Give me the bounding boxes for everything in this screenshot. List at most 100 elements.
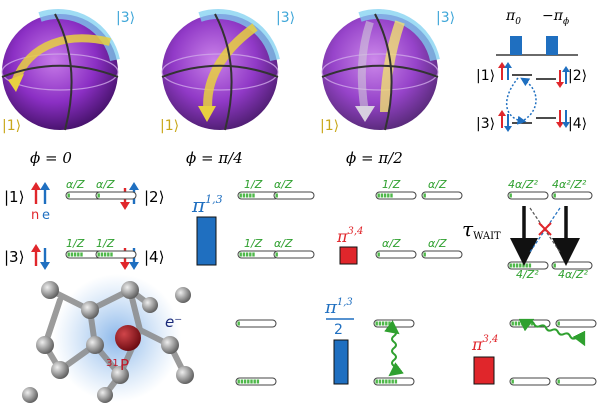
isotope-mass: 31	[106, 358, 119, 369]
pi34-pulse	[473, 356, 495, 385]
yellow-arrowhead	[8, 74, 24, 92]
population-fill-segment	[67, 193, 70, 198]
population-fill-segment	[391, 379, 394, 384]
population-fill-segment	[522, 263, 525, 268]
population-fill-segment	[237, 379, 240, 384]
sphere-phi-pi2	[321, 9, 440, 131]
si-atom	[86, 336, 104, 354]
population-fill-segment	[519, 263, 522, 268]
population-fill-segment	[423, 193, 426, 198]
population-fill-segment	[515, 263, 519, 268]
wait-bottom-right: 4α/Z²	[558, 268, 588, 281]
green-wavy-transition	[384, 320, 404, 377]
population-fill-segment	[385, 379, 388, 384]
pi34-label: π3,4	[336, 226, 363, 246]
population-fill-segment	[514, 321, 518, 326]
population-fill-segment	[275, 252, 278, 257]
population-fill-segment	[245, 193, 249, 198]
electron-label: e⁻	[165, 313, 182, 331]
population-fill-segment	[97, 252, 100, 257]
population-fill-segment	[77, 252, 80, 257]
population-fill-segment	[252, 252, 255, 257]
population-fill-segment	[557, 379, 560, 384]
population-fill-segment	[388, 379, 391, 384]
green-wavy-transition	[518, 318, 586, 347]
pulse-pi34-bottom: π3,4	[471, 334, 498, 385]
population-bar	[507, 191, 549, 200]
sphere-body	[2, 14, 118, 130]
population-fill-segment	[553, 193, 556, 198]
population-bar	[235, 319, 277, 328]
population-bar	[273, 191, 315, 200]
sequence-coef-labels: 1/Z α/Z 1/Z α/Z 1/Z α/Z α/Z α/Z	[244, 178, 447, 250]
pulse-pi34-top: π3,4	[336, 226, 363, 265]
si-atom	[142, 297, 158, 313]
coef-label: α/Z	[274, 178, 293, 191]
population-fill-segment	[394, 379, 398, 384]
phase-label-pi4: ϕ = π/4	[186, 149, 243, 167]
population-fill-segment	[242, 252, 246, 257]
pi34-label: π3,4	[471, 334, 498, 354]
population-fill-segment	[509, 263, 512, 268]
si-atom	[22, 387, 38, 403]
population-bar	[421, 191, 463, 200]
population-fill-segment	[524, 321, 527, 326]
population-bar	[555, 377, 597, 386]
population-fill-segment	[245, 252, 249, 257]
population-fill-segment	[243, 379, 247, 384]
population-fill-segment	[380, 193, 384, 198]
population-fill-segment	[377, 252, 380, 257]
population-fill-segment	[381, 379, 385, 384]
coef-label: 1/Z	[96, 237, 115, 250]
population-fill-segment	[521, 321, 524, 326]
si-atom	[176, 366, 194, 384]
ket1-label: |1⟩	[476, 68, 495, 84]
sphere2-ket1-label: |1⟩	[160, 118, 179, 134]
si-atom	[121, 281, 139, 299]
coef-label: α/Z	[96, 178, 115, 191]
si-atom	[111, 366, 129, 384]
population-fill-segment	[512, 263, 516, 268]
si-atom	[175, 287, 191, 303]
population-fill-segment	[249, 193, 252, 198]
population-bar	[273, 250, 315, 259]
si-atom	[41, 281, 59, 299]
population-fill-segment	[511, 321, 514, 326]
half-pi13-num: π1,3	[324, 297, 353, 318]
population-fill-segment	[110, 252, 113, 257]
wait-panel: 4α/Z² 4α²/Z² 4/Z² 4α/Z² τWAIT	[462, 178, 588, 281]
population-fill-segment	[557, 321, 560, 326]
coef-label: α/Z	[428, 237, 447, 250]
population-fill-segment	[239, 252, 242, 257]
coef-label: α/Z	[66, 178, 85, 191]
pulse-sequence: π0 −πϕ	[496, 8, 578, 56]
population-fill-segment	[275, 193, 278, 198]
sphere-phi-0	[1, 9, 120, 131]
sphere2-ket3-label: |3⟩	[276, 10, 295, 26]
population-fill-segment	[100, 252, 104, 257]
pulse-pi0	[510, 36, 522, 55]
pi13-pulse	[196, 216, 217, 266]
population-fill-segment	[383, 193, 387, 198]
population-fill-segment	[517, 321, 521, 326]
population-bar	[95, 191, 137, 200]
population-fill-segment	[509, 193, 512, 198]
sphere3-ket1-label: |1⟩	[320, 118, 339, 134]
population-fill-segment	[377, 193, 380, 198]
population-fill-segment	[97, 193, 100, 198]
population-fill-segment	[80, 252, 83, 257]
population-fill-segment	[242, 193, 246, 198]
population-fill-segment	[375, 379, 378, 384]
population-bar	[375, 250, 417, 259]
pulse-half-pi13: π1,3 2	[324, 297, 354, 385]
phase-label-0: ϕ = 0	[30, 149, 72, 167]
population-fill-segment	[390, 193, 393, 198]
sphere3-ket3-label: |3⟩	[436, 10, 455, 26]
coef-label: 1/Z	[244, 178, 263, 191]
population-fill-segment	[253, 379, 256, 384]
wait-top-right: 4α²/Z²	[552, 178, 587, 191]
tau-wait: τWAIT	[462, 217, 501, 242]
electron-e-label: e	[42, 208, 50, 223]
